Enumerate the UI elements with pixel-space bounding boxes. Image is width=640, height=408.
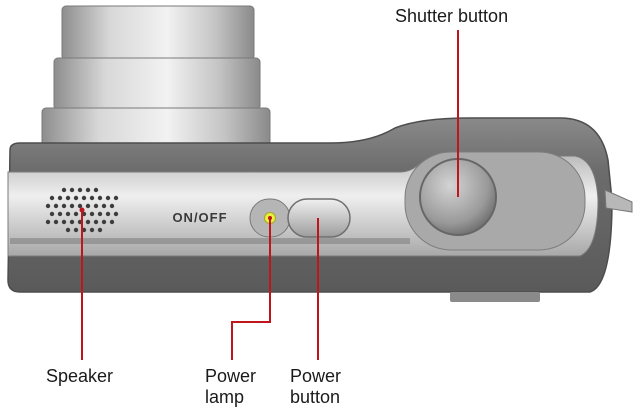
- speaker-hole: [45, 219, 51, 225]
- speaker-hole: [89, 227, 95, 233]
- speaker-hole: [113, 211, 119, 217]
- bottom-foot: [450, 292, 540, 302]
- speaker-hole: [65, 211, 71, 217]
- callout-dot-lamp: [268, 216, 272, 220]
- onoff-text: ON/OFF: [172, 210, 227, 225]
- callout-label-speaker: Speaker: [46, 366, 113, 387]
- speaker-hole: [93, 187, 99, 193]
- speaker-hole: [45, 203, 51, 209]
- callout-text-lamp-2: lamp: [205, 387, 245, 407]
- lens-ring-bottom: [41, 107, 271, 149]
- speaker-hole: [85, 187, 91, 193]
- callout-text-speaker: Speaker: [46, 366, 114, 386]
- band-groove: [10, 238, 410, 244]
- speaker-hole: [49, 195, 55, 201]
- lens-ring-top: [61, 5, 255, 61]
- callout-text-lamp-1: Power: [205, 366, 257, 386]
- callout-text-power-2: button: [290, 387, 341, 407]
- lens-barrel: [41, 5, 271, 149]
- speaker-hole: [97, 195, 103, 201]
- speaker-hole: [93, 219, 99, 225]
- speaker-hole: [53, 219, 59, 225]
- speaker-hole: [85, 219, 91, 225]
- speaker-hole: [57, 211, 63, 217]
- speaker-hole: [69, 203, 75, 209]
- callout-line-lamp: [231, 218, 271, 360]
- speaker-hole: [61, 203, 67, 209]
- speaker-hole: [105, 211, 111, 217]
- speaker-hole: [113, 195, 119, 201]
- speaker-hole: [81, 195, 87, 201]
- speaker-hole: [49, 211, 55, 217]
- speaker-hole: [69, 187, 75, 193]
- callout-text-power-1: Power: [290, 366, 342, 386]
- speaker-hole: [93, 203, 99, 209]
- strap-lug: [604, 189, 633, 213]
- speaker-hole: [89, 195, 95, 201]
- callout-lines: [81, 30, 459, 360]
- speaker-hole: [73, 195, 79, 201]
- speaker-hole: [57, 195, 63, 201]
- speaker-hole: [53, 203, 59, 209]
- speaker-hole: [89, 211, 95, 217]
- speaker-hole: [73, 227, 79, 233]
- speaker-hole: [85, 203, 91, 209]
- callout-label-power-button: Power button: [290, 366, 341, 408]
- callout-label-power-lamp: Power lamp: [205, 366, 256, 408]
- lens-ring-middle: [53, 57, 261, 111]
- speaker-hole: [109, 203, 115, 209]
- speaker-hole: [69, 219, 75, 225]
- speaker-hole: [77, 203, 83, 209]
- speaker-hole: [97, 227, 103, 233]
- callout-label-shutter: Shutter button: [395, 6, 508, 27]
- speaker-hole: [101, 219, 107, 225]
- speaker-hole: [105, 195, 111, 201]
- speaker-hole: [101, 203, 107, 209]
- callout-text-shutter: Shutter button: [395, 6, 509, 26]
- speaker-hole: [61, 219, 67, 225]
- callout-dot-speaker: [79, 207, 85, 213]
- speaker-hole: [73, 211, 79, 217]
- speaker-hole: [77, 187, 83, 193]
- speaker-hole: [97, 211, 103, 217]
- speaker-hole: [65, 227, 71, 233]
- speaker-hole: [109, 219, 115, 225]
- speaker-hole: [65, 195, 71, 201]
- speaker-hole: [61, 187, 67, 193]
